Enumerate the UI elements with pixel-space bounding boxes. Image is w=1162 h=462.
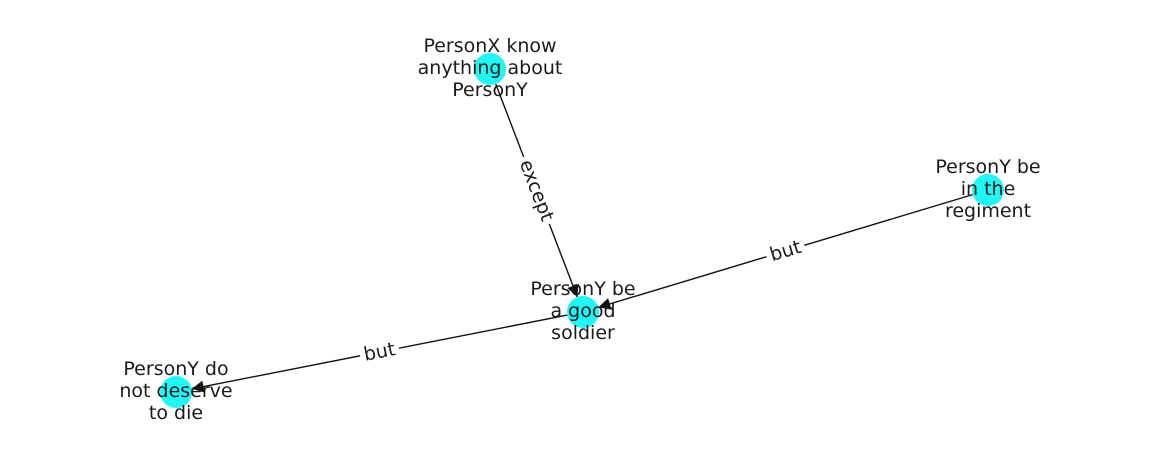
node-circle	[160, 376, 192, 408]
node-label-line: in the	[961, 178, 1016, 200]
node-circle	[474, 53, 506, 85]
node-label-line: regiment	[945, 200, 1031, 222]
node-label-line: PersonX know	[423, 35, 556, 57]
edge-label-background	[763, 233, 808, 269]
node-circle	[972, 174, 1004, 206]
node-label-line: anything about	[418, 57, 563, 79]
edge-label-group: except	[512, 152, 561, 229]
node-label-line: PersonY do	[123, 358, 228, 380]
edge-label-background	[512, 152, 561, 229]
edge-label: but	[767, 236, 804, 266]
node-label-line: PersonY be	[530, 278, 635, 300]
edge-label-group: but	[357, 336, 402, 368]
edge-label: except	[515, 157, 558, 225]
node-circle	[567, 296, 599, 328]
node-label-line: PersonY	[452, 79, 528, 101]
edge-label-group: but	[763, 233, 808, 269]
node-label-line: not deserve	[119, 380, 232, 402]
node-label-line: a good	[550, 300, 615, 322]
edge-label-background	[357, 336, 402, 368]
node-label-line: soldier	[551, 322, 615, 344]
node-label-line: PersonY be	[935, 156, 1040, 178]
node-label-line: to die	[149, 402, 203, 424]
